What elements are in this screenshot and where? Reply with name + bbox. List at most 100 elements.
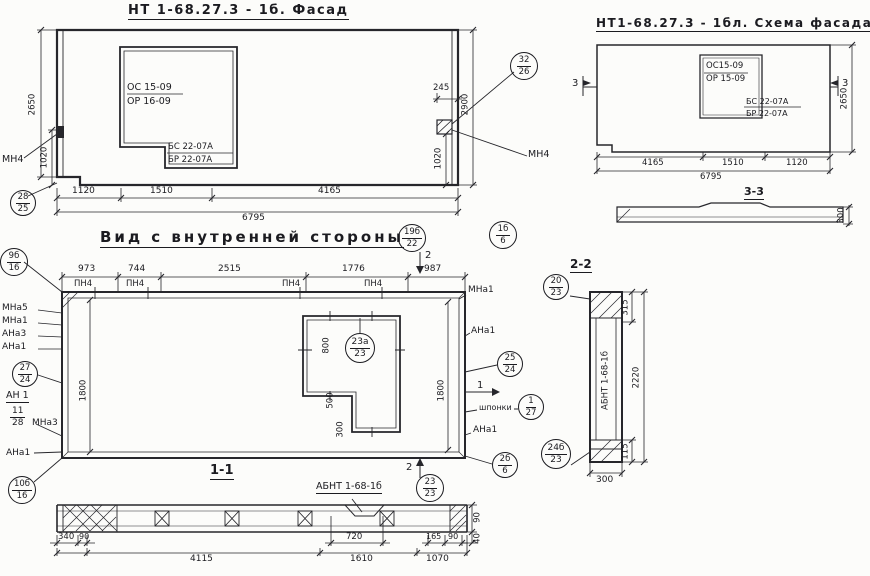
section-2-2-dim-115: 115 [620,443,631,460]
scheme-dim-4165: 4165 [642,158,664,168]
scheme-sill-mark-bottom: БР 22-07А [746,109,788,118]
scheme-sill-mark-top: БС 22-07А [746,97,789,106]
inner-callout-27-24: 27 24 [12,361,38,387]
callout-bottom: 23 [550,287,562,298]
scheme-dim-2650: 2650 [839,87,850,110]
inner-callout-1b-6: 1б 6 [489,221,517,249]
section-2-2-panel-mark: АБНТ 1-68-1б [600,351,611,410]
callout-bottom: 24 [19,374,31,385]
section-2-2-linework [569,288,648,477]
callout-bottom: 16 [16,490,28,501]
callout-top: 28 [15,192,31,204]
facade-sill-mark-top: БС 22-07А [168,142,213,152]
facade-dim-1020-left: 1020 [39,146,50,169]
inner-anchor-ana1-right-1: АНа1 [471,326,496,336]
section-2-2-dim-315: 315 [620,299,631,316]
inner-anchor-mna1: МНа1 [2,316,28,326]
inner-dim-2515: 2515 [218,264,241,274]
section-2-2-dim-2220: 2220 [631,366,642,389]
facade-anchor-mn4-left: МН4 [2,154,24,165]
section-1-1-dim-720: 720 [346,532,363,542]
callout-bottom: 16 [8,262,20,273]
section-1-1-callout-23-23: 23 23 [416,474,444,502]
section-1-1-dim-340: 340 [58,532,75,542]
section-1-1-panel-mark: АБНТ 1-68-1б [316,481,382,495]
inner-callout-25-24: 25 24 [497,351,523,377]
inner-anchor-mna1-right: МНа1 [468,285,494,295]
inner-anchor-pn4-4: ПН4 [364,279,383,289]
section-1-1-title: 1-1 [210,463,234,481]
inner-anchor-ana3: АНа3 [2,329,27,339]
facade-callout-28-25: 28 25 [10,190,36,216]
inner-view-linework [23,252,591,483]
callout-top: 20 [548,276,564,288]
inner-cut-2-top: 2 [425,250,432,261]
inner-cut-1-right: 1 [477,380,484,391]
callout-top: 23 [422,477,438,489]
callout-bottom: 22 [406,238,418,249]
inner-callout-23a-23: 23а 23 [345,333,375,363]
facade-window-mark-bottom: ОР 16-09 [127,96,171,107]
inner-callout-10b-16: 10б 16 [8,476,36,504]
scheme-window-mark-top: ОС15-09 [706,61,744,71]
section-2-2-title: 2-2 [570,257,592,274]
inner-anchor-pn4-2: ПН4 [126,279,145,289]
facade-title: НТ 1-68.27.3 - 1б. Фасад [128,3,349,21]
scheme-dim-6795: 6795 [700,172,722,182]
facade-callout-32-26: 32 26 [510,52,538,80]
facade-anchor-mn4-right: МН4 [528,149,550,160]
callout-bottom: 23 [354,348,366,359]
fraction-top: 11 [10,406,26,418]
inner-cut-2-bottom: 2 [406,462,413,473]
callout-bottom: 26 [518,66,530,77]
facade-dim-245: 245 [433,83,450,93]
inner-dim-973: 973 [78,264,96,274]
callout-bottom: 6 [500,235,506,246]
inner-anchor-pn4-1: ПН4 [74,279,93,289]
callout-bottom: 27 [525,407,537,418]
inner-callout-19b-22: 19б 22 [398,224,426,252]
facade-dim-6795: 6795 [242,213,265,223]
callout-top: 9б [6,251,22,263]
inner-anchor-ana1-right-2: АНа1 [473,425,498,435]
inner-dim-1776: 1776 [342,264,365,274]
section-3-3-dim-300: 300 [836,207,847,224]
callout-bottom: 25 [17,203,29,214]
inner-callout-1-27: 1 27 [518,394,544,420]
callout-top: 1 [526,396,536,408]
callout-bottom: 24 [504,364,516,375]
callout-top: 2б [497,454,513,466]
section-2-2-callout-20-23: 20 23 [543,274,569,300]
facade-dim-1510: 1510 [150,186,173,196]
inner-anchor-ana1-bottom-left: АНа1 [6,448,31,458]
scheme-window-mark-bottom: ОР 15-09 [706,74,746,84]
callout-top: 10б [11,479,33,491]
callout-bottom: 23 [550,454,562,465]
section-1-1-dim-165: 165 [426,532,442,541]
inner-callout-9b-16: 9б 16 [0,248,28,276]
section-1-1-dim-1070: 1070 [426,554,449,564]
section-2-2-dim-300: 300 [596,475,614,485]
facade-dim-2900: 2900 [460,93,471,116]
section-1-1-linework [50,498,477,557]
inner-anchor-an1: АН 1 [6,390,29,404]
facade-dim-1020-right: 1020 [433,147,444,170]
inner-callout-24b-23: 24б 23 [541,439,571,469]
callout-top: 27 [17,363,33,375]
inner-anchor-mna3: МНа3 [32,418,58,428]
inner-window-dim-300: 300 [335,421,346,438]
callout-top: 23а [349,336,371,349]
facade-linework [23,26,528,216]
section-1-1-dim-90b: 90 [448,532,459,541]
callout-top: 32 [516,55,532,67]
inner-callout-2b-6: 2б 6 [492,452,518,478]
inner-fraction-11-28: 11 28 [10,406,26,429]
fraction-bottom: 28 [12,417,24,428]
facade-dim-1120: 1120 [72,186,95,196]
facade-dim-4165: 4165 [318,186,341,196]
inner-view-title: Вид с внутренней стороны [100,228,405,248]
callout-bottom: 23 [424,488,436,499]
section-1-1-dim-1610: 1610 [350,554,373,564]
